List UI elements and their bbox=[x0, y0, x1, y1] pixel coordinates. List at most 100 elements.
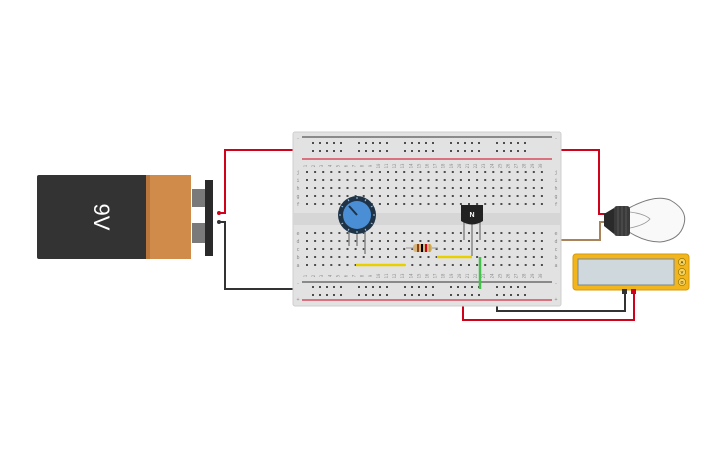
breadboard-hole[interactable] bbox=[411, 232, 414, 234]
breadboard-hole[interactable] bbox=[354, 171, 357, 173]
rail-hole[interactable] bbox=[510, 142, 512, 144]
breadboard-hole[interactable] bbox=[378, 248, 381, 250]
rail-hole[interactable] bbox=[496, 294, 498, 296]
breadboard-hole[interactable] bbox=[508, 203, 511, 205]
breadboard-hole[interactable] bbox=[306, 248, 308, 250]
rail-hole[interactable] bbox=[418, 142, 420, 144]
breadboard-hole[interactable] bbox=[532, 203, 535, 205]
breadboard-hole[interactable] bbox=[419, 179, 422, 181]
rail-hole[interactable] bbox=[358, 142, 360, 144]
breadboard-hole[interactable] bbox=[411, 179, 414, 181]
breadboard-hole[interactable] bbox=[354, 179, 357, 181]
breadboard-hole[interactable] bbox=[532, 195, 535, 197]
breadboard-hole[interactable] bbox=[322, 171, 325, 173]
breadboard-hole[interactable] bbox=[403, 248, 406, 250]
breadboard-hole[interactable] bbox=[500, 256, 503, 258]
rail-hole[interactable] bbox=[411, 150, 413, 152]
breadboard-hole[interactable] bbox=[370, 240, 373, 242]
breadboard-hole[interactable] bbox=[540, 248, 543, 250]
breadboard-hole[interactable] bbox=[435, 203, 438, 205]
rail-hole[interactable] bbox=[411, 142, 413, 144]
breadboard-hole[interactable] bbox=[427, 264, 430, 266]
rail-hole[interactable] bbox=[379, 294, 381, 296]
breadboard-hole[interactable] bbox=[387, 232, 389, 234]
rail-hole[interactable] bbox=[432, 294, 434, 296]
rail-hole[interactable] bbox=[411, 286, 413, 288]
breadboard-hole[interactable] bbox=[532, 179, 535, 181]
breadboard-hole[interactable] bbox=[346, 264, 349, 266]
rail-hole[interactable] bbox=[418, 150, 420, 152]
rail-hole[interactable] bbox=[524, 150, 526, 152]
breadboard-hole[interactable] bbox=[451, 232, 454, 234]
breadboard-hole[interactable] bbox=[427, 256, 430, 258]
breadboard-hole[interactable] bbox=[370, 187, 373, 189]
breadboard-hole[interactable] bbox=[314, 248, 317, 250]
breadboard-hole[interactable] bbox=[459, 240, 462, 242]
breadboard-hole[interactable] bbox=[532, 264, 535, 266]
rail-hole[interactable] bbox=[418, 286, 420, 288]
breadboard-hole[interactable] bbox=[378, 187, 381, 189]
breadboard-hole[interactable] bbox=[516, 264, 519, 266]
rail-hole[interactable] bbox=[496, 142, 498, 144]
breadboard-hole[interactable] bbox=[338, 248, 341, 250]
breadboard-hole[interactable] bbox=[419, 203, 422, 205]
rail-hole[interactable] bbox=[517, 150, 519, 152]
rail-hole[interactable] bbox=[450, 286, 452, 288]
rail-hole[interactable] bbox=[333, 286, 335, 288]
breadboard-hole[interactable] bbox=[419, 171, 422, 173]
rail-hole[interactable] bbox=[457, 150, 459, 152]
breadboard-hole[interactable] bbox=[395, 195, 398, 197]
breadboard-hole[interactable] bbox=[435, 171, 438, 173]
breadboard-hole[interactable] bbox=[403, 171, 406, 173]
multimeter-port-black[interactable] bbox=[622, 289, 627, 294]
rail-hole[interactable] bbox=[319, 142, 321, 144]
breadboard-hole[interactable] bbox=[306, 179, 308, 181]
breadboard-hole[interactable] bbox=[476, 179, 479, 181]
breadboard-hole[interactable] bbox=[314, 240, 317, 242]
rail-hole[interactable] bbox=[319, 286, 321, 288]
breadboard-hole[interactable] bbox=[306, 195, 308, 197]
breadboard-hole[interactable] bbox=[468, 232, 470, 234]
rail-hole[interactable] bbox=[471, 150, 473, 152]
breadboard-hole[interactable] bbox=[435, 248, 438, 250]
breadboard-hole[interactable] bbox=[451, 179, 454, 181]
breadboard-hole[interactable] bbox=[306, 256, 308, 258]
rail-hole[interactable] bbox=[312, 286, 314, 288]
breadboard-hole[interactable] bbox=[346, 240, 349, 242]
breadboard-hole[interactable] bbox=[492, 187, 495, 189]
rail-hole[interactable] bbox=[510, 294, 512, 296]
breadboard-hole[interactable] bbox=[403, 240, 406, 242]
breadboard-hole[interactable] bbox=[500, 240, 503, 242]
rail-hole[interactable] bbox=[333, 294, 335, 296]
breadboard-hole[interactable] bbox=[476, 264, 479, 266]
breadboard-hole[interactable] bbox=[387, 195, 389, 197]
breadboard-hole[interactable] bbox=[306, 187, 308, 189]
rail-hole[interactable] bbox=[365, 286, 367, 288]
rail-hole[interactable] bbox=[319, 150, 321, 152]
breadboard-hole[interactable] bbox=[516, 232, 519, 234]
breadboard-hole[interactable] bbox=[306, 264, 308, 266]
breadboard-hole[interactable] bbox=[403, 187, 406, 189]
breadboard-hole[interactable] bbox=[322, 195, 325, 197]
wire-rail-to-bulb[interactable] bbox=[545, 149, 608, 215]
breadboard-hole[interactable] bbox=[403, 232, 406, 234]
breadboard-hole[interactable] bbox=[459, 232, 462, 234]
rail-hole[interactable] bbox=[517, 294, 519, 296]
breadboard-hole[interactable] bbox=[362, 195, 365, 197]
rail-hole[interactable] bbox=[524, 142, 526, 144]
breadboard-hole[interactable] bbox=[387, 256, 389, 258]
breadboard-hole[interactable] bbox=[403, 203, 406, 205]
breadboard-hole[interactable] bbox=[524, 248, 527, 250]
breadboard-hole[interactable] bbox=[484, 240, 487, 242]
breadboard-hole[interactable] bbox=[484, 256, 487, 258]
breadboard-hole[interactable] bbox=[540, 171, 543, 173]
resistor[interactable] bbox=[406, 244, 438, 252]
breadboard-hole[interactable] bbox=[540, 179, 543, 181]
breadboard-hole[interactable] bbox=[500, 232, 503, 234]
breadboard-hole[interactable] bbox=[330, 195, 333, 197]
rail-hole[interactable] bbox=[478, 150, 480, 152]
breadboard-hole[interactable] bbox=[492, 264, 495, 266]
breadboard-hole[interactable] bbox=[476, 256, 479, 258]
breadboard-hole[interactable] bbox=[330, 187, 333, 189]
breadboard-hole[interactable] bbox=[524, 179, 527, 181]
